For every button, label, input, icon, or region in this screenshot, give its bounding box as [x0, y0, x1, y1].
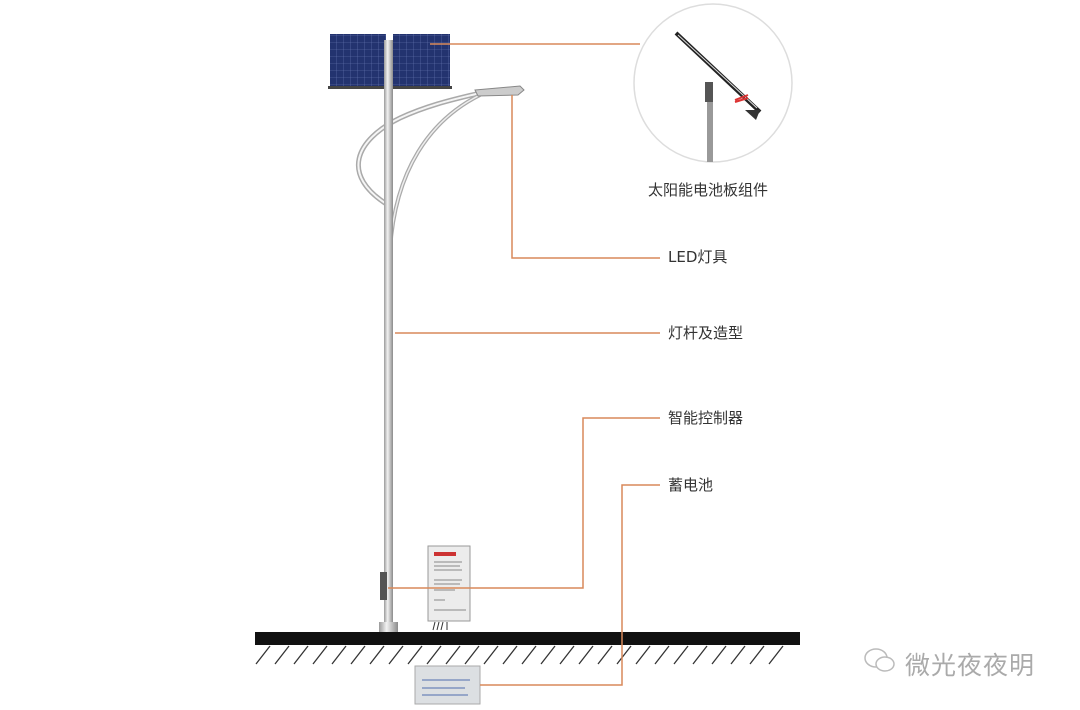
hatch-line: [540, 645, 556, 665]
hatch-line: [692, 645, 708, 665]
hatch-line: [255, 645, 271, 665]
hatch-line: [749, 645, 765, 665]
hatch-line: [483, 645, 499, 665]
battery-device: [414, 665, 481, 705]
hatch-line: [350, 645, 366, 665]
hatch-line: [388, 645, 404, 665]
label-pole: 灯杆及造型: [668, 324, 744, 342]
label-solar-panel: 太阳能电池板组件: [648, 181, 769, 199]
wechat-icon: [864, 648, 895, 672]
hatch-line: [502, 645, 518, 665]
hatch-line: [559, 645, 575, 665]
label-controller: 智能控制器: [668, 409, 744, 427]
hatch-line: [293, 645, 309, 665]
hatch-line: [445, 645, 461, 665]
led-lamp-head: [474, 85, 525, 97]
hatch-line: [616, 645, 632, 665]
hatch-line: [464, 645, 480, 665]
lamp-arm: [356, 90, 481, 251]
hatch-line: [635, 645, 651, 665]
hatch-line: [578, 645, 594, 665]
ground: [255, 632, 800, 645]
hatch-line: [730, 645, 746, 665]
solar-panel-detail-circle: [633, 3, 793, 163]
ground-hatching: [255, 645, 784, 665]
hatch-line: [407, 645, 423, 665]
leader-controller: [388, 417, 660, 589]
hatch-line: [521, 645, 537, 665]
hatch-line: [369, 645, 385, 665]
hatch-line: [711, 645, 727, 665]
leader-led-lamp: [511, 95, 660, 259]
hatch-line: [426, 645, 442, 665]
hatch-line: [331, 645, 347, 665]
hatch-line: [274, 645, 290, 665]
watermark: 微光夜夜明: [905, 651, 1036, 680]
hatch-line: [312, 645, 328, 665]
hatch-line: [654, 645, 670, 665]
hatch-line: [597, 645, 613, 665]
hatch-line: [673, 645, 689, 665]
leader-battery: [480, 484, 660, 686]
hatch-line: [768, 645, 784, 665]
leader-lines: [388, 43, 660, 686]
controller-device: [427, 545, 471, 631]
label-battery: 蓄电池: [668, 476, 714, 494]
label-led-lamp: LED灯具: [668, 248, 728, 266]
pole: [384, 40, 393, 638]
